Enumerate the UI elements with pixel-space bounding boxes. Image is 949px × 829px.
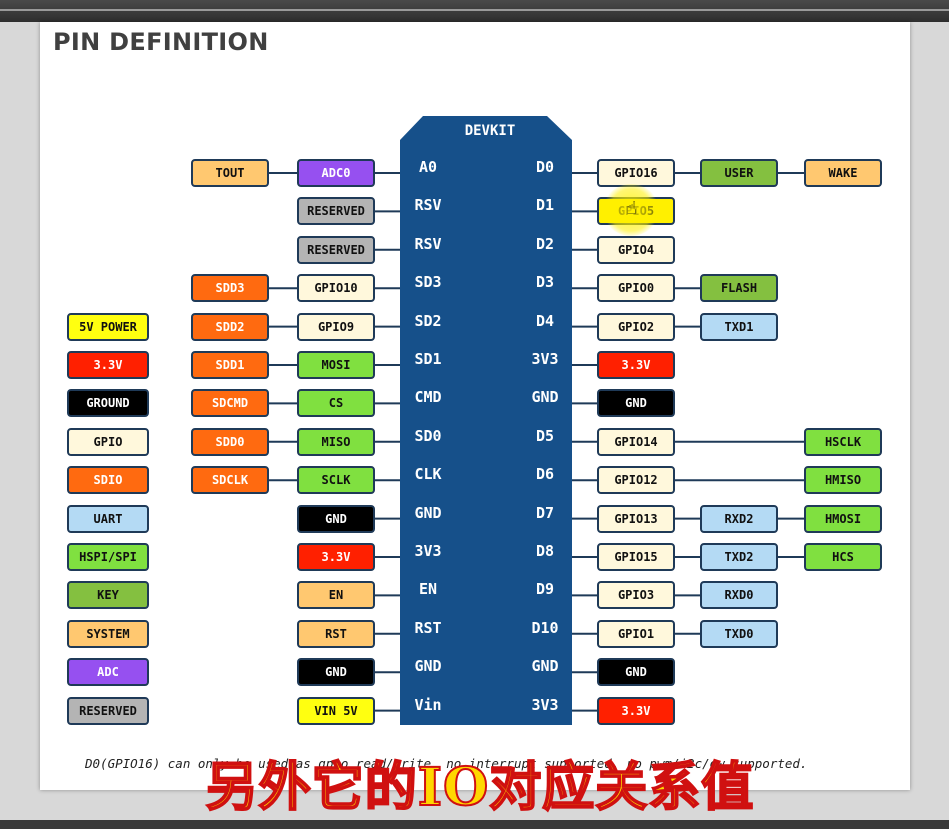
cursor-highlight [603,184,659,236]
legend-5v-power: 5V POWER [67,312,149,341]
board-pin-right-gnd: GND [531,388,559,407]
board-pin-right-d9: D9 [535,580,555,599]
board-pin-right-d10: D10 [531,618,559,637]
pin-function-gpio3: GPIO3 [597,581,675,610]
legend-reserved: RESERVED [67,696,149,725]
hand-cursor-icon: ☝ [626,198,637,219]
board-pin-left-rsv: RSV [414,196,442,215]
pin-function-hmiso: HMISO [804,466,882,495]
board-pin-left-sd1: SD1 [414,350,442,368]
pin-function-gpio14: GPIO14 [597,427,675,456]
pin-function-gpio4: GPIO4 [597,235,675,264]
pin-function-gpio0: GPIO0 [597,274,675,303]
board-pin-left-gnd: GND [414,503,442,522]
pin-function-hmosi: HMOSI [804,504,882,533]
board-pin-right-gnd: GND [531,657,559,676]
pin-function-hsclk: HSCLK [804,427,882,456]
board-pin-left-sd2: SD2 [414,311,442,330]
pin-function-txd0: TXD0 [700,619,778,648]
pin-function-sdd1: SDD1 [191,351,269,379]
devkit-label: DEVKIT [464,123,516,139]
pin-function-sdd0: SDD0 [191,427,269,456]
pin-function-adc0: ADC0 [297,159,375,187]
pin-function-gpio2: GPIO2 [597,312,675,341]
legend-system: SYSTEM [67,619,149,648]
board-pin-left-clk: CLK [414,465,442,484]
pin-function-user: USER [700,159,778,187]
pin-function-gpio16: GPIO16 [597,159,675,187]
pin-function-3-3v: 3.3V [297,543,375,571]
pin-function-reserved: RESERVED [297,197,375,226]
legend-key: KEY [67,581,149,610]
pin-function-mosi: MOSI [297,351,375,379]
legend-hspi-spi: HSPI/SPI [67,543,149,571]
pin-function-gnd: GND [597,389,675,418]
pin-function-gpio13: GPIO13 [597,504,675,533]
pin-function-3-3v: 3.3V [597,696,675,725]
board-pin-right-d3: D3 [535,273,555,292]
legend-uart: UART [67,504,149,533]
pin-function-cs: CS [297,389,375,418]
pin-function-en: EN [297,581,375,610]
legend-3-3v: 3.3V [67,351,149,379]
video-subtitle: 另外它的IO对应关系值 [205,756,755,819]
pin-function-gpio10: GPIO10 [297,274,375,303]
pin-function-rst: RST [297,619,375,648]
pin-function-gnd: GND [297,658,375,687]
board-pin-right-3v3: 3V3 [531,350,559,368]
pin-function-vin-5v: VIN 5V [297,696,375,725]
board-pin-right-d1: D1 [535,196,555,215]
board-pin-right-d6: D6 [535,465,555,484]
pin-function-hcs: HCS [804,543,882,571]
pin-function-flash: FLASH [700,274,778,303]
pin-function-3-3v: 3.3V [597,351,675,379]
board-pin-left-a0: A0 [418,158,438,176]
board-pin-left-rsv: RSV [414,234,442,253]
pin-function-rxd2: RXD2 [700,504,778,533]
footnote: D0(GPIO16) can only be used as gpio read… [85,756,808,771]
pin-function-wake: WAKE [804,159,882,187]
board-pin-left-vin: Vin [414,695,442,714]
pin-function-txd2: TXD2 [700,543,778,571]
video-player-top-bar [0,0,949,22]
board-pin-right-d5: D5 [535,426,555,445]
board-pin-left-gnd: GND [414,657,442,676]
legend-adc: ADC [67,658,149,687]
board-pin-left-3v3: 3V3 [414,542,442,560]
legend-gpio: GPIO [67,427,149,456]
page-title: PIN DEFINITION [53,28,269,56]
pin-function-sdd3: SDD3 [191,274,269,303]
board-pin-left-sd0: SD0 [414,426,442,445]
pin-function-rxd0: RXD0 [700,581,778,610]
board-pin-right-d8: D8 [535,542,555,560]
top-bar-divider [0,9,949,11]
board-pin-left-rst: RST [414,618,442,637]
pin-function-sclk: SCLK [297,466,375,495]
pin-function-miso: MISO [297,427,375,456]
legend-sdio: SDIO [67,466,149,495]
board-pin-right-d2: D2 [535,234,555,253]
pin-function-gpio9: GPIO9 [297,312,375,341]
pin-function-tout: TOUT [191,159,269,187]
board-pin-left-cmd: CMD [414,388,442,407]
board-pin-left-sd3: SD3 [414,273,442,292]
pin-function-gpio12: GPIO12 [597,466,675,495]
video-player-bottom-bar [0,820,949,829]
pin-function-sdcmd: SDCMD [191,389,269,418]
pin-function-txd1: TXD1 [700,312,778,341]
pin-function-gpio1: GPIO1 [597,619,675,648]
board-pin-left-en: EN [418,580,438,599]
legend-ground: GROUND [67,389,149,418]
pin-function-gnd: GND [297,504,375,533]
pin-function-sdclk: SDCLK [191,466,269,495]
board-pin-right-d4: D4 [535,311,555,330]
pin-function-reserved: RESERVED [297,235,375,264]
board-pin-right-d7: D7 [535,503,555,522]
board-pin-right-3v3: 3V3 [531,695,559,714]
board-pin-right-d0: D0 [535,158,555,176]
pin-function-gnd: GND [597,658,675,687]
pin-function-gpio15: GPIO15 [597,543,675,571]
pin-function-sdd2: SDD2 [191,312,269,341]
